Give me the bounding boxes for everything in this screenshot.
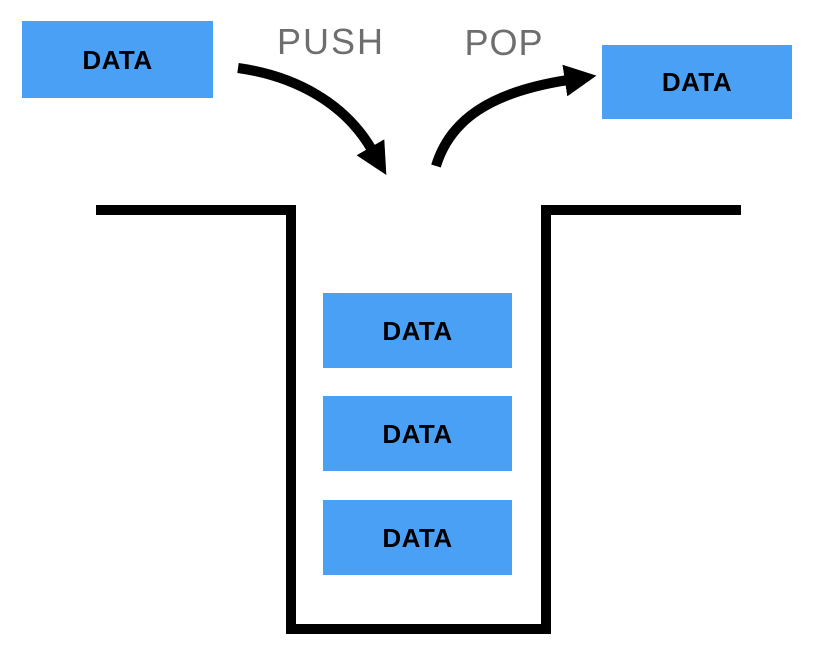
stack-item-label: DATA: [382, 315, 453, 346]
push-data-box-label: DATA: [82, 44, 153, 75]
pop-data-box-label: DATA: [661, 67, 733, 97]
push-data-box: DATA: [22, 21, 213, 98]
stack-item-label: DATA: [382, 522, 453, 553]
stack-item: DATA: [323, 293, 512, 368]
push-arrow-icon: [237, 63, 387, 175]
pop-arrow-icon: [431, 64, 597, 168]
stack-container-outline: [96, 205, 741, 634]
stack-item: DATA: [323, 396, 512, 471]
pop-label: POP: [464, 22, 544, 63]
stack-item-label: DATA: [382, 418, 453, 449]
stack-item: DATA: [323, 500, 512, 575]
push-label: PUSH: [276, 21, 386, 62]
pop-data-box: DATA: [602, 45, 792, 119]
